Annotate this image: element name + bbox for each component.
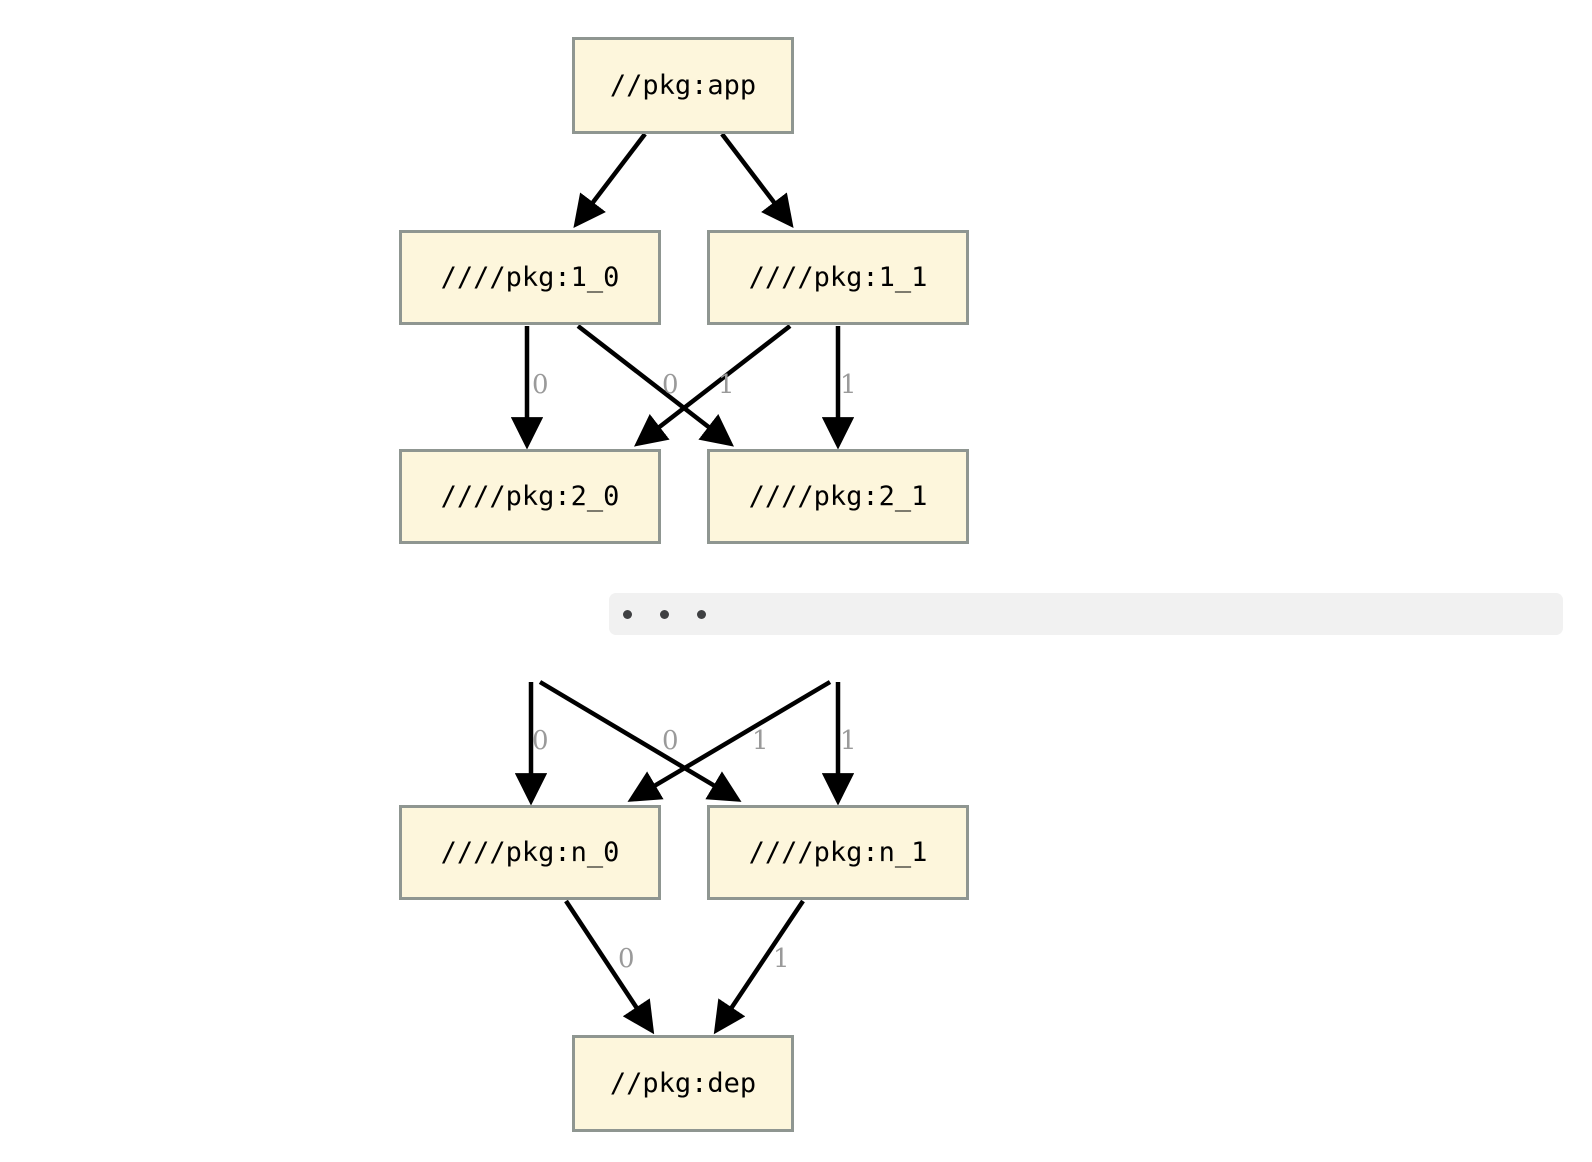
edge-label-trunc-right-n_1: 1 <box>840 726 857 756</box>
node-app[interactable]: //pkg:app <box>572 37 794 134</box>
edge-truncated-right-to-n_0 <box>627 680 832 802</box>
node-label: ////pkg:n_0 <box>440 837 620 868</box>
edge-label-1_1-2_0: 1 <box>718 370 735 400</box>
edge-label-trunc-left-n_0: 0 <box>532 726 549 756</box>
ellipsis-indicator <box>623 610 734 619</box>
node-pkg-1_1[interactable]: ////pkg:1_1 <box>707 230 969 325</box>
node-label: //pkg:dep <box>609 1068 757 1099</box>
edge-label-trunc-left-n_1: 0 <box>662 726 679 756</box>
node-pkg-n_0[interactable]: ////pkg:n_0 <box>399 805 661 900</box>
node-label: ////pkg:2_1 <box>748 481 928 512</box>
node-pkg-2_1[interactable]: ////pkg:2_1 <box>707 449 969 544</box>
edge-label-1_1-2_1: 1 <box>840 370 857 400</box>
edge-app-to-1_0 <box>573 132 647 229</box>
node-label: ////pkg:n_1 <box>748 837 928 868</box>
edge-truncated-left-to-n_1 <box>538 680 742 802</box>
truncation-band <box>609 593 1563 635</box>
ellipsis-dot-1 <box>623 610 632 619</box>
edge-label-1_0-2_0: 0 <box>532 370 549 400</box>
edge-app-to-1_1 <box>720 132 794 229</box>
edge-n_1-to-dep <box>713 899 805 1035</box>
node-label: //pkg:app <box>609 70 757 101</box>
node-label: ////pkg:1_1 <box>748 262 928 293</box>
node-pkg-1_0[interactable]: ////pkg:1_0 <box>399 230 661 325</box>
ellipsis-dot-2 <box>660 610 669 619</box>
edge-label-trunc-right-n_0: 1 <box>752 726 769 756</box>
ellipsis-dot-3 <box>697 610 706 619</box>
node-dep[interactable]: //pkg:dep <box>572 1035 794 1132</box>
node-pkg-2_0[interactable]: ////pkg:2_0 <box>399 449 661 544</box>
node-pkg-n_1[interactable]: ////pkg:n_1 <box>707 805 969 900</box>
edge-n_0-to-dep <box>564 899 655 1035</box>
node-label: ////pkg:2_0 <box>440 481 620 512</box>
edge-label-n_1-dep: 1 <box>773 944 790 974</box>
node-label: ////pkg:1_0 <box>440 262 620 293</box>
edge-label-n_0-dep: 0 <box>618 944 635 974</box>
edge-label-1_0-2_1: 0 <box>662 370 679 400</box>
edge-1_0-to-2_1 <box>576 324 734 447</box>
edge-1_1-to-2_0 <box>634 324 792 447</box>
